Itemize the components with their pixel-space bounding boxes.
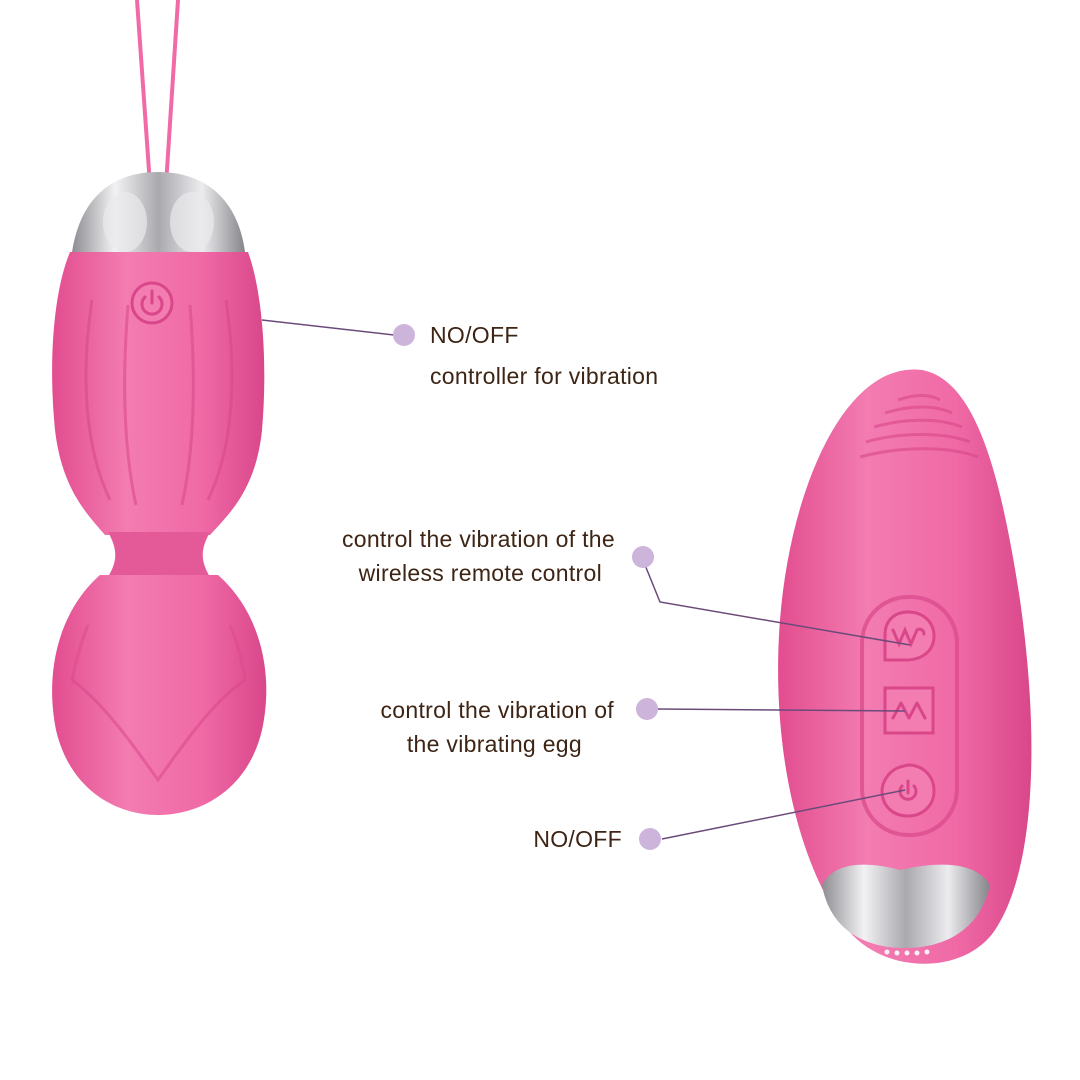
remote-wave-button[interactable]: [883, 610, 936, 662]
remote-power-button[interactable]: [880, 763, 936, 818]
remote-chrome-base: [822, 864, 990, 948]
remote-wireless-callout: control the vibration of the wireless re…: [342, 522, 615, 590]
remote-grip-ridges: [859, 394, 979, 459]
callout-line-2: wireless remote control: [358, 560, 602, 586]
callout-description: controller for vibration: [430, 363, 659, 389]
callout-dot: [636, 698, 658, 720]
callout-title: NO/OFF: [533, 826, 622, 852]
egg-lower-bulb: [52, 575, 267, 815]
callout-title: NO/OFF: [430, 322, 519, 348]
callout-line-1: control the vibration of the: [341, 526, 615, 552]
egg-upper-body: [52, 252, 265, 535]
vibrating-egg: [52, 0, 267, 815]
remote-power-callout: NO/OFF: [533, 822, 622, 856]
power-icon: [140, 289, 164, 316]
callout-dot: [639, 828, 661, 850]
egg-chrome-cap: [72, 172, 245, 252]
egg-neck: [106, 532, 212, 580]
callout-line-1: control the vibration of: [380, 697, 614, 723]
callout-dot: [632, 546, 654, 568]
zigzag-icon: [891, 701, 927, 720]
egg-power-button[interactable]: [130, 281, 174, 325]
egg-pull-string: [135, 0, 180, 186]
egg-ribs: [84, 299, 234, 506]
remote-indicator-lights: [884, 949, 930, 956]
remote-egg-callout: control the vibration of the vibrating e…: [381, 693, 615, 761]
callout-dots: [393, 324, 661, 850]
callout-dot: [393, 324, 415, 346]
wireless-remote: [778, 369, 1032, 964]
remote-body: [778, 369, 1032, 964]
wave-icon: [891, 626, 926, 648]
callout-lines: [261, 319, 911, 840]
remote-button-panel: [860, 595, 959, 837]
callout-line-2: the vibrating egg: [406, 731, 582, 757]
egg-power-callout: NO/OFF controller for vibration: [430, 318, 658, 393]
power-icon: [898, 779, 918, 801]
